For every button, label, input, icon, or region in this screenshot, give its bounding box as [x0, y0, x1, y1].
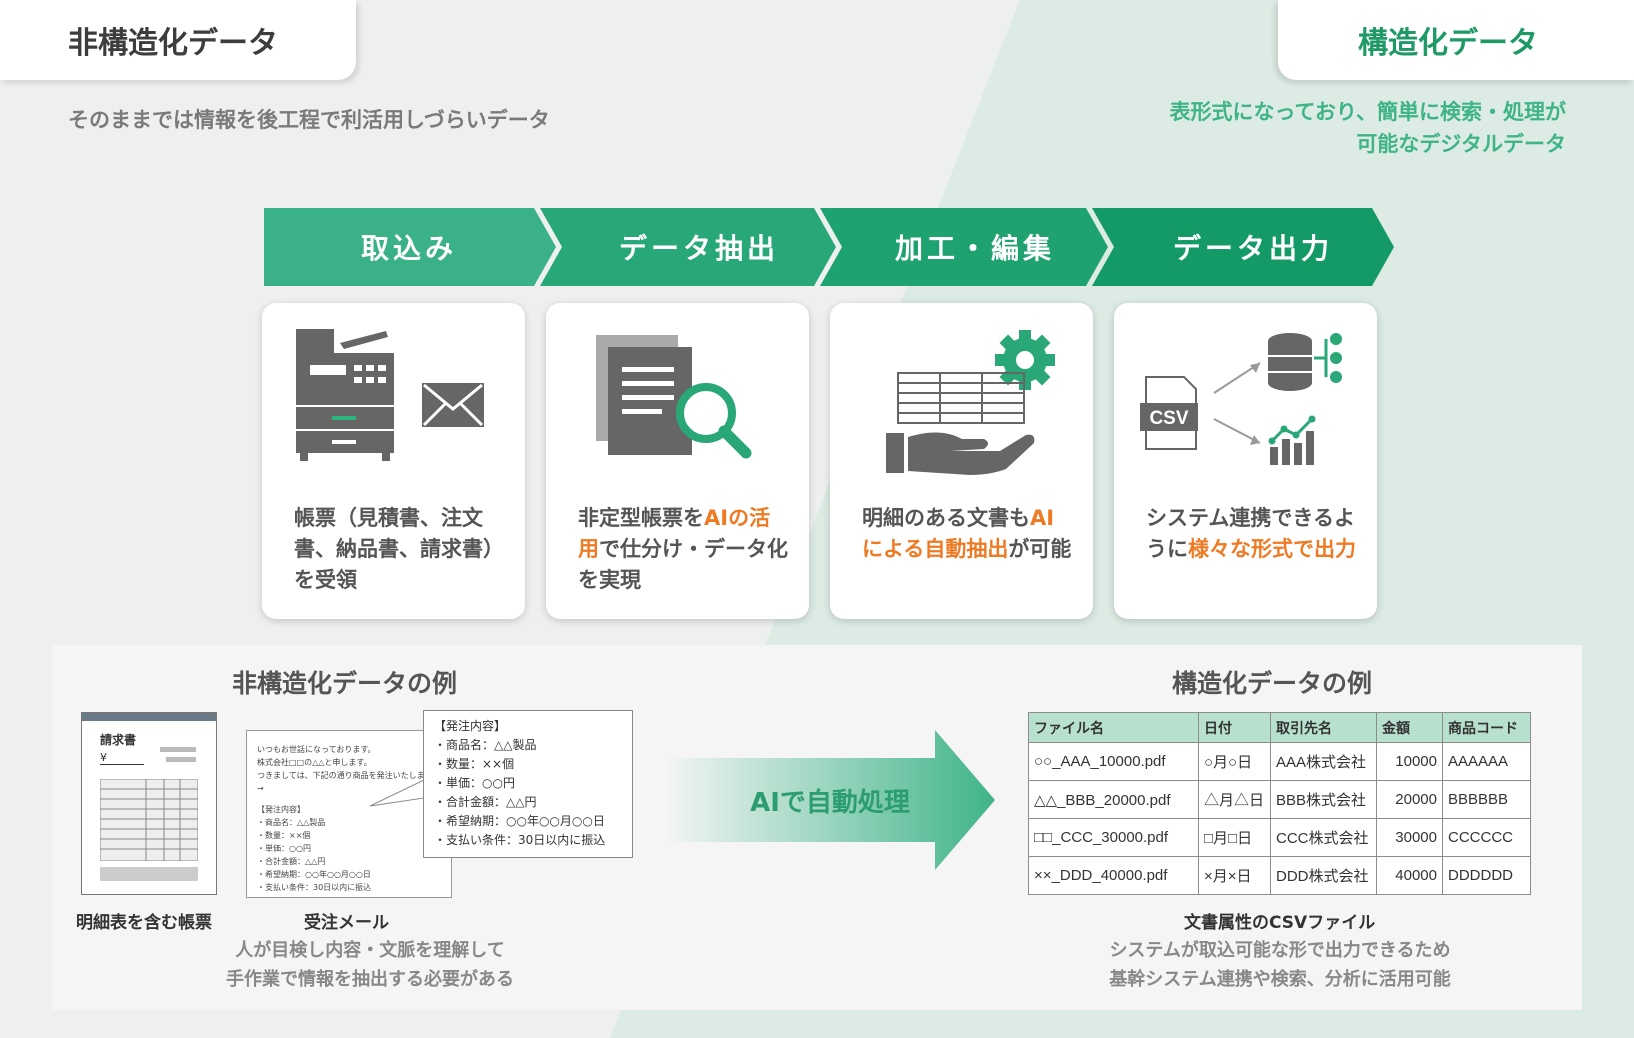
table-cell: △月△日 — [1198, 780, 1271, 819]
order-email: いつもお世話になっております。株式会社□□の△△と申します。つきましては、下記の… — [246, 730, 452, 898]
structured-note: システムが取込可能な形で出力できるため基幹システム連携や検索、分析に活用可能 — [1109, 940, 1451, 990]
table-row: ○○_AAA_10000.pdf ○月○日 AAA株式会社 10000 AAAA… — [1028, 742, 1531, 781]
card-output: CSV システム連携できるように様々な形式で出力 — [1114, 303, 1377, 619]
step-4-label: データ出力 — [1172, 232, 1333, 265]
invoice-title: 請求書 — [100, 733, 137, 747]
card-extract: 非定型帳票をAIの活用で仕分け・データ化を実現 — [546, 303, 809, 619]
structured-data-tab: 構造化データ — [1278, 0, 1634, 80]
table-cell: BBB株式会社 — [1270, 780, 1377, 819]
table-header-row: ファイル名 日付 取引先名 金額 商品コード — [1028, 712, 1531, 743]
column-header: 商品コード — [1442, 712, 1531, 743]
arrow-to-chart — [1213, 418, 1261, 444]
unstructured-title: 非構造化データ — [68, 26, 278, 61]
structured-subtitle-line1: 表形式になっており、簡単に検索・処理が — [1169, 100, 1566, 124]
csv-file-icon: CSV — [1140, 376, 1198, 450]
card-output-text: システム連携できるように様々な形式で出力 — [1146, 506, 1356, 561]
invoice-header-bar — [82, 713, 216, 721]
table-cell: ××_DDD_40000.pdf — [1028, 856, 1199, 895]
ai-processing-arrow — [665, 730, 995, 870]
structured-subtitle-line2: 可能なデジタルデータ — [1356, 132, 1566, 156]
email-caption: 受注メール — [304, 913, 389, 933]
unstructured-example-title: 非構造化データの例 — [232, 669, 458, 698]
step-2-label: データ抽出 — [618, 232, 779, 265]
card-extract-text: 非定型帳票をAIの活用で仕分け・データ化を実現 — [578, 506, 788, 592]
invoice-amount: ¥ — [100, 751, 144, 765]
document-search-icon — [596, 335, 752, 459]
callout-pointer — [370, 780, 425, 807]
table-cell: □□_CCC_30000.pdf — [1028, 818, 1199, 857]
table-cell: DDDDDD — [1442, 856, 1531, 895]
database-icon — [1268, 333, 1342, 391]
column-header: 取引先名 — [1270, 712, 1377, 743]
csv-output-icon: CSV — [1140, 333, 1342, 465]
order-details-callout: 【発注内容】・商品名：△△製品・数量：××個・単価：○○円・合計金額：△△円・希… — [423, 710, 633, 858]
unstructured-note: 人が目検し内容・文脈を理解して手作業で情報を抽出する必要がある — [226, 940, 514, 990]
table-row: ××_DDD_40000.pdf ×月×日 DDD株式会社 40000 DDDD… — [1028, 856, 1531, 895]
structured-title: 構造化データ — [1358, 26, 1538, 61]
table-row: □□_CCC_30000.pdf □月□日 CCC株式会社 30000 CCCC… — [1028, 818, 1531, 857]
step-1-label: 取込み — [360, 232, 457, 265]
table-cell: ×月×日 — [1198, 856, 1271, 895]
table-cell: AAAAAA — [1442, 742, 1531, 781]
invoice-document: 請求書 ¥ — [81, 712, 217, 895]
table-cell: BBBBBB — [1442, 780, 1531, 819]
card-import: 帳票（見積書、注文書、納品書、請求書）を受領 — [262, 303, 525, 619]
table-cell: 40000 — [1376, 856, 1443, 895]
step-3-label: 加工・編集 — [894, 232, 1055, 265]
table-icon — [897, 372, 1025, 424]
card-edit: 明細のある文書もAIによる自動抽出が可能 — [830, 303, 1093, 619]
gear-icon — [995, 330, 1055, 390]
unstructured-subtitle: そのままでは情報を後工程で利活用しづらいデータ — [68, 108, 550, 132]
step-1-chevron — [264, 208, 556, 286]
csv-label: CSV — [1149, 408, 1188, 429]
unstructured-data-tab: 非構造化データ — [0, 0, 356, 80]
table-cell: CCCCCC — [1442, 818, 1531, 857]
table-cell: 30000 — [1376, 818, 1443, 857]
invoice-caption: 明細表を含む帳票 — [76, 913, 212, 933]
card-import-text: 帳票（見積書、注文書、納品書、請求書）を受領 — [294, 506, 504, 592]
table-cell: ○月○日 — [1198, 742, 1271, 781]
invoice-table — [100, 779, 198, 861]
column-header: 日付 — [1198, 712, 1271, 743]
step-4-chevron — [1092, 208, 1394, 286]
table-cell: CCC株式会社 — [1270, 818, 1377, 857]
bar-chart-icon — [1268, 415, 1316, 465]
table-hand-gear-icon — [886, 330, 1055, 475]
table-cell: DDD株式会社 — [1270, 856, 1377, 895]
table-cell: 10000 — [1376, 742, 1443, 781]
column-header: 金額 — [1376, 712, 1443, 743]
magnifier-icon — [676, 383, 752, 459]
table-cell: 20000 — [1376, 780, 1443, 819]
mail-icon — [422, 383, 484, 427]
printer-icon — [296, 329, 394, 461]
csv-caption: 文書属性のCSVファイル — [1184, 913, 1376, 933]
step-3-chevron — [820, 208, 1108, 286]
csv-table: ファイル名 日付 取引先名 金額 商品コード ○○_AAA_10000.pdf … — [1028, 712, 1531, 895]
table-cell: ○○_AAA_10000.pdf — [1028, 742, 1199, 781]
step-2-chevron — [540, 208, 836, 286]
table-cell: □月□日 — [1198, 818, 1271, 857]
column-header: ファイル名 — [1028, 712, 1199, 743]
hand-icon — [886, 432, 1035, 475]
structured-subtitle: 表形式になっており、簡単に検索・処理が 可能なデジタルデータ — [1170, 96, 1566, 160]
table-cell: △△_BBB_20000.pdf — [1028, 780, 1199, 819]
structured-example-title: 構造化データの例 — [1172, 669, 1373, 698]
ai-processing-label: AIで自動処理 — [750, 788, 910, 818]
table-row: △△_BBB_20000.pdf △月△日 BBB株式会社 20000 BBBB… — [1028, 780, 1531, 819]
printer-mail-icon — [296, 329, 484, 461]
card-edit-text: 明細のある文書もAIによる自動抽出が可能 — [862, 506, 1072, 561]
document-front — [608, 347, 692, 455]
table-cell: AAA株式会社 — [1270, 742, 1377, 781]
process-steps-arrow — [264, 208, 1394, 286]
